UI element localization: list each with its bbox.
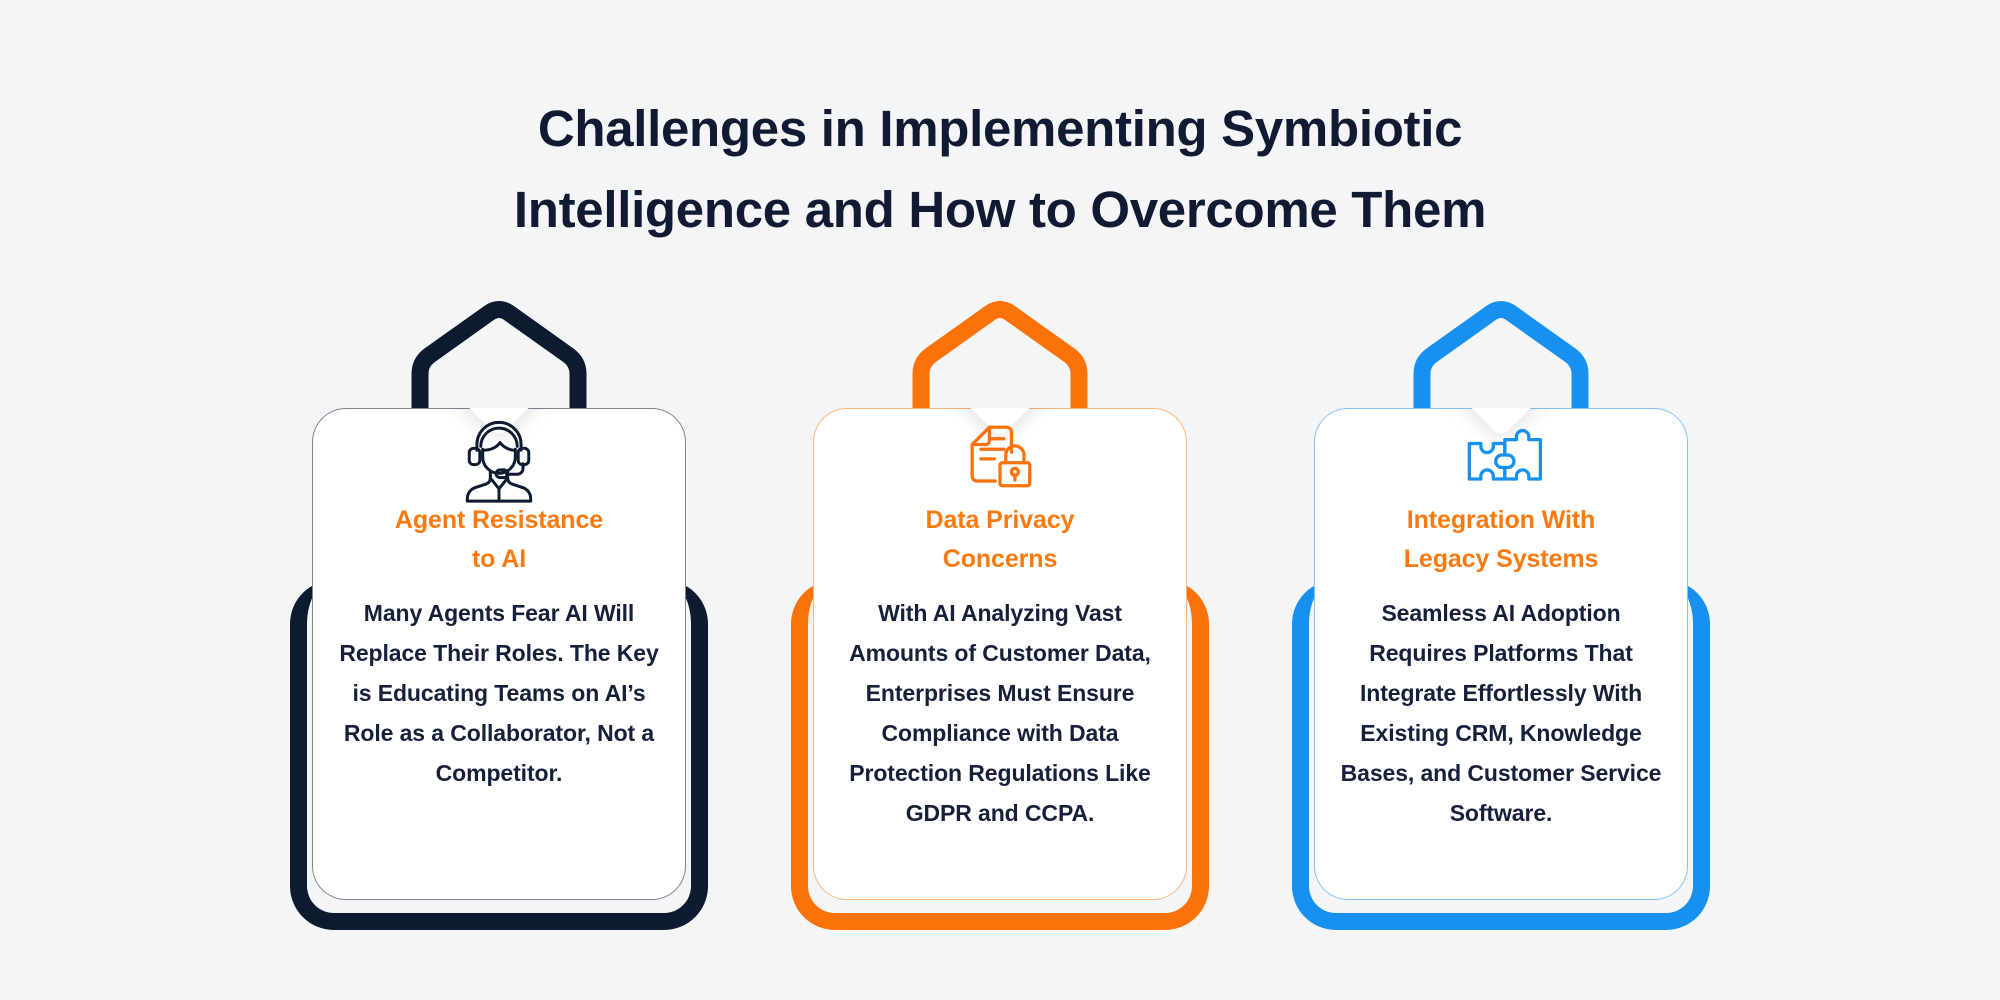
card-heading-data-privacy: Data Privacy Concerns: [832, 501, 1168, 579]
card-description-legacy-integration: Seamless AI Adoption Requires Platforms …: [1340, 600, 1662, 826]
card-description-data-privacy: With AI Analyzing Vast Amounts of Custom…: [849, 600, 1151, 826]
card-badge-legacy-integration: [1401, 300, 1601, 505]
card-frame-agent-resistance: [290, 580, 708, 930]
page-title-line-2: Intelligence and How to Overcome Them: [513, 181, 1487, 238]
page-title: Challenges in Implementing Symbiotic Int…: [0, 88, 2000, 250]
card-heading-line-2: Legacy Systems: [1403, 545, 1599, 573]
challenge-card-agent-resistance: Agent Resistance to AI Many Agents Fear …: [290, 300, 708, 930]
challenge-cards-row: Agent Resistance to AI Many Agents Fear …: [0, 300, 2000, 930]
page-title-line-1: Challenges in Implementing Symbiotic: [537, 100, 1463, 157]
puzzle-pieces-icon: [1445, 404, 1557, 508]
card-heading-line-1: Data Privacy: [925, 506, 1075, 534]
card-heading-line-1: Integration With: [1406, 506, 1596, 534]
card-heading-line-2: to AI: [471, 545, 527, 573]
card-heading-line-1: Agent Resistance: [394, 506, 604, 534]
challenge-card-legacy-integration: Integration With Legacy Systems Seamless…: [1292, 300, 1710, 930]
card-badge-agent-resistance: [399, 300, 599, 505]
card-heading-legacy-integration: Integration With Legacy Systems: [1333, 501, 1669, 579]
challenge-card-data-privacy: Data Privacy Concerns With AI Analyzing …: [791, 300, 1209, 930]
card-badge-data-privacy: [900, 300, 1100, 505]
card-frame-legacy-integration: [1292, 580, 1710, 930]
headset-agent-icon: [443, 404, 555, 508]
card-frame-data-privacy: [791, 580, 1209, 930]
card-body-legacy-integration: Integration With Legacy Systems Seamless…: [1314, 408, 1688, 900]
card-heading-line-2: Concerns: [942, 545, 1058, 573]
card-heading-agent-resistance: Agent Resistance to AI: [331, 501, 667, 579]
document-lock-icon: [944, 404, 1056, 508]
card-description-agent-resistance: Many Agents Fear AI Will Replace Their R…: [339, 600, 659, 786]
card-body-data-privacy: Data Privacy Concerns With AI Analyzing …: [813, 408, 1187, 900]
